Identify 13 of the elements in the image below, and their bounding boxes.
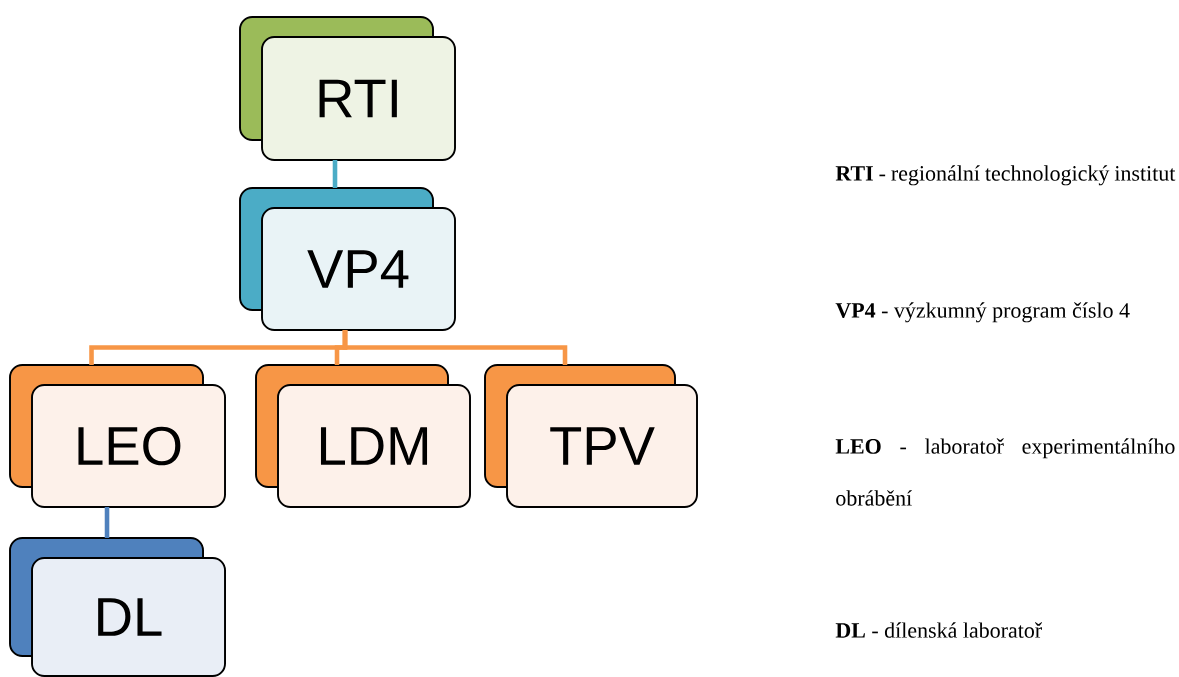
org-box: TPV xyxy=(484,364,698,508)
org-box: LEO xyxy=(9,364,226,508)
org-box: LDM xyxy=(255,364,471,508)
connector-line xyxy=(332,160,338,188)
definition-text: RTI - regionální technologický institut xyxy=(835,165,1176,186)
org-box: RTI xyxy=(239,16,456,161)
definition-text: LEO - laboratoř experimentálního obrábění xyxy=(835,438,1175,506)
org-box: DL xyxy=(9,537,226,677)
connector-line xyxy=(342,330,568,365)
definition-text: VP4 - výzkumný program číslo 4 xyxy=(835,302,1130,323)
connector-line xyxy=(104,507,110,538)
definition-text: DL - dílenská laboratoř xyxy=(835,622,1042,638)
org-box: VP4 xyxy=(239,187,456,331)
